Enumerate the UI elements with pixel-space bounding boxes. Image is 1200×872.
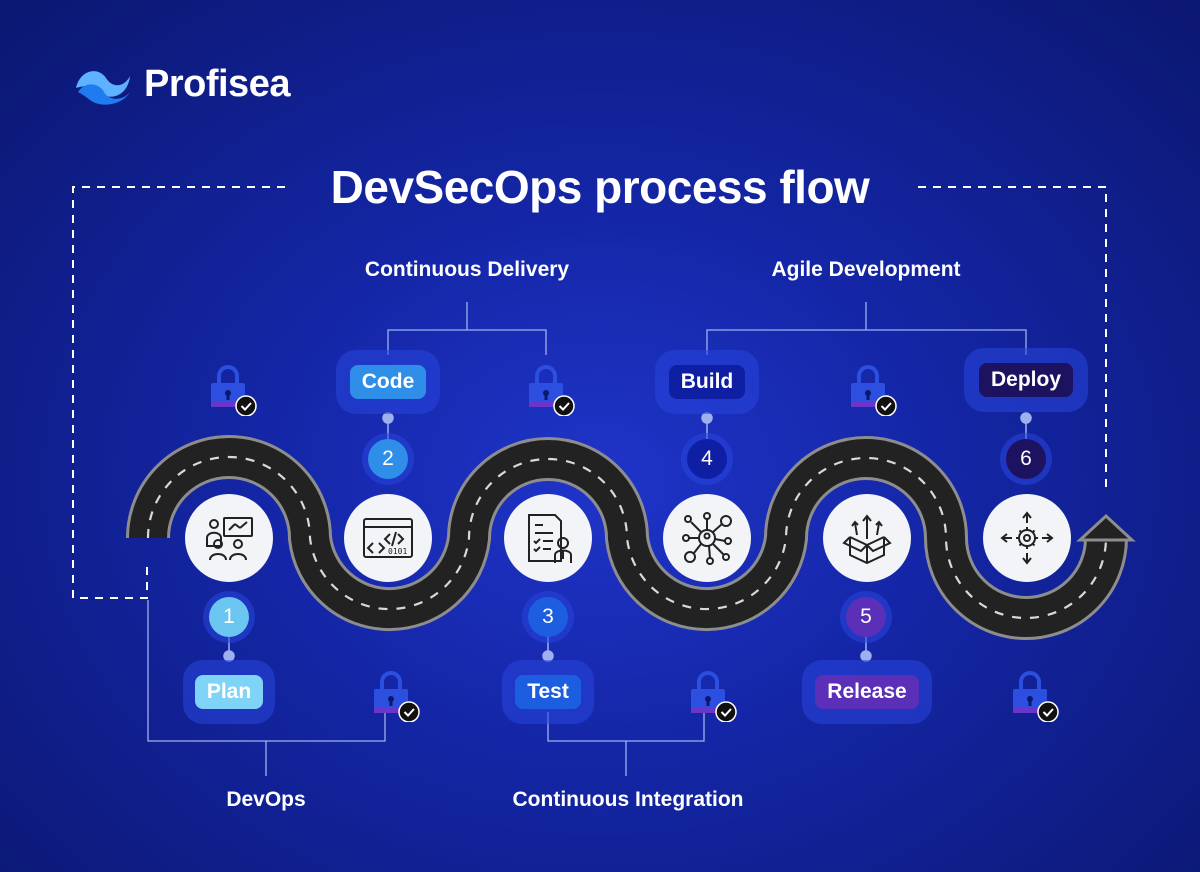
stage-label-build: Build xyxy=(668,365,746,399)
brand-logo: Profisea xyxy=(72,60,290,108)
release-box-icon xyxy=(823,494,911,582)
stage-number-6: 6 xyxy=(1006,439,1046,479)
group-label-agile-development: Agile Development xyxy=(771,258,961,281)
page-title: DevSecOps process flow xyxy=(330,161,870,213)
group-connectors xyxy=(147,302,1027,776)
connector-continuous-integration xyxy=(547,712,705,776)
network-build-icon xyxy=(663,494,751,582)
stage-label-deploy: Deploy xyxy=(978,363,1073,397)
road-asphalt xyxy=(129,438,1125,637)
svg-text:0101: 0101 xyxy=(388,547,407,556)
test-checklist-icon xyxy=(504,494,592,582)
stage-connectors xyxy=(223,412,1032,662)
stage-number-2: 2 xyxy=(368,439,408,479)
connector-continuous-delivery xyxy=(387,302,547,355)
security-lock-icon xyxy=(211,365,257,416)
group-label-devops: DevOps xyxy=(226,788,306,811)
connector-agile-development xyxy=(706,302,1027,355)
stage-card-plan: Plan xyxy=(183,660,275,724)
stage-number-1: 1 xyxy=(209,597,249,637)
road-arrow-head xyxy=(1076,513,1136,542)
security-lock-icon xyxy=(374,671,420,722)
connector-devops xyxy=(147,600,386,776)
code-window-icon: 0101 xyxy=(344,494,432,582)
stage-card-build: Build xyxy=(655,350,759,414)
stage-label-release: Release xyxy=(815,675,919,709)
profisea-wave-icon xyxy=(76,71,130,105)
dashed-frame-left xyxy=(72,186,285,599)
stage-card-code: Code xyxy=(336,350,440,414)
group-label-continuous-integration: Continuous Integration xyxy=(512,788,744,811)
stage-label-code: Code xyxy=(349,365,427,399)
stage-number-3: 3 xyxy=(528,597,568,637)
brand-name: Profisea xyxy=(144,62,290,105)
security-lock-icon xyxy=(851,365,897,416)
security-lock-icon xyxy=(529,365,575,416)
security-lock-icon xyxy=(1013,671,1059,722)
team-planning-icon xyxy=(185,494,273,582)
road-lane-markings xyxy=(146,455,1108,620)
stage-card-test: Test xyxy=(502,660,594,724)
dashed-frame-right xyxy=(918,186,1107,490)
group-label-continuous-delivery: Continuous Delivery xyxy=(364,258,570,281)
security-lock-icon xyxy=(691,671,737,722)
stage-card-release: Release xyxy=(802,660,932,724)
stage-card-deploy: Deploy xyxy=(964,348,1088,412)
stage-label-test: Test xyxy=(515,675,581,709)
stage-number-4: 4 xyxy=(687,439,727,479)
stage-label-plan: Plan xyxy=(194,675,264,709)
deploy-gear-icon xyxy=(983,494,1071,582)
stage-number-5: 5 xyxy=(846,597,886,637)
